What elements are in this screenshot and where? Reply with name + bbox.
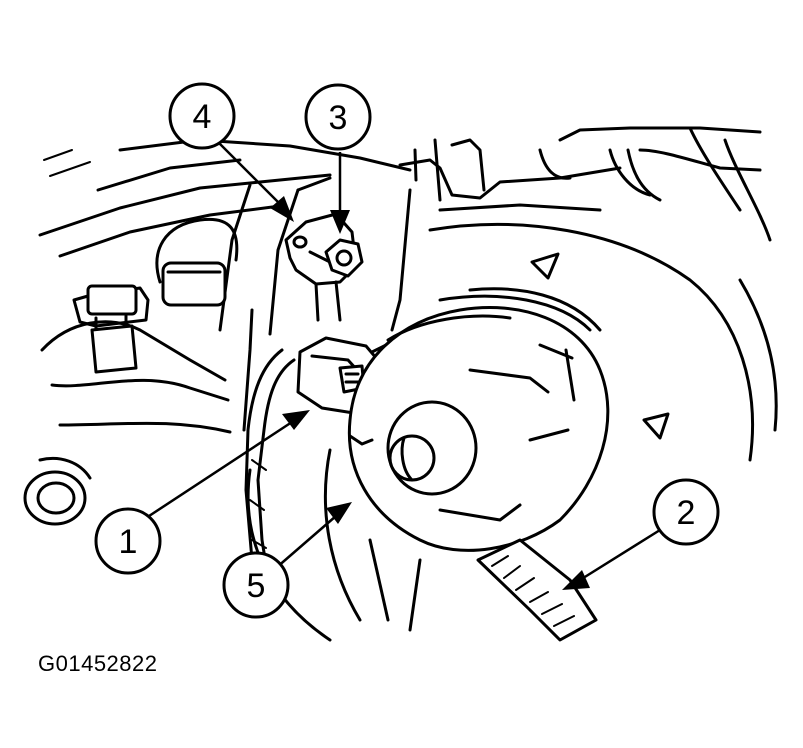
callout-3: 3	[304, 83, 372, 151]
callout-label-4: 4	[193, 98, 212, 136]
figure-code: G01452822	[38, 651, 158, 676]
callout-4: 4	[168, 82, 236, 150]
callout-label-3: 3	[329, 99, 348, 137]
engine-background	[23, 126, 778, 642]
callout-5: 5	[222, 551, 290, 619]
callout-label-1: 1	[119, 523, 138, 561]
callout-1: 1	[94, 507, 162, 575]
wire-clip-assembly	[284, 212, 364, 322]
blower-motor	[347, 287, 610, 642]
callout-label-5: 5	[247, 567, 266, 605]
callout-leaders	[145, 141, 661, 590]
callout-label-2: 2	[677, 494, 696, 532]
callout-2: 2	[652, 478, 720, 546]
